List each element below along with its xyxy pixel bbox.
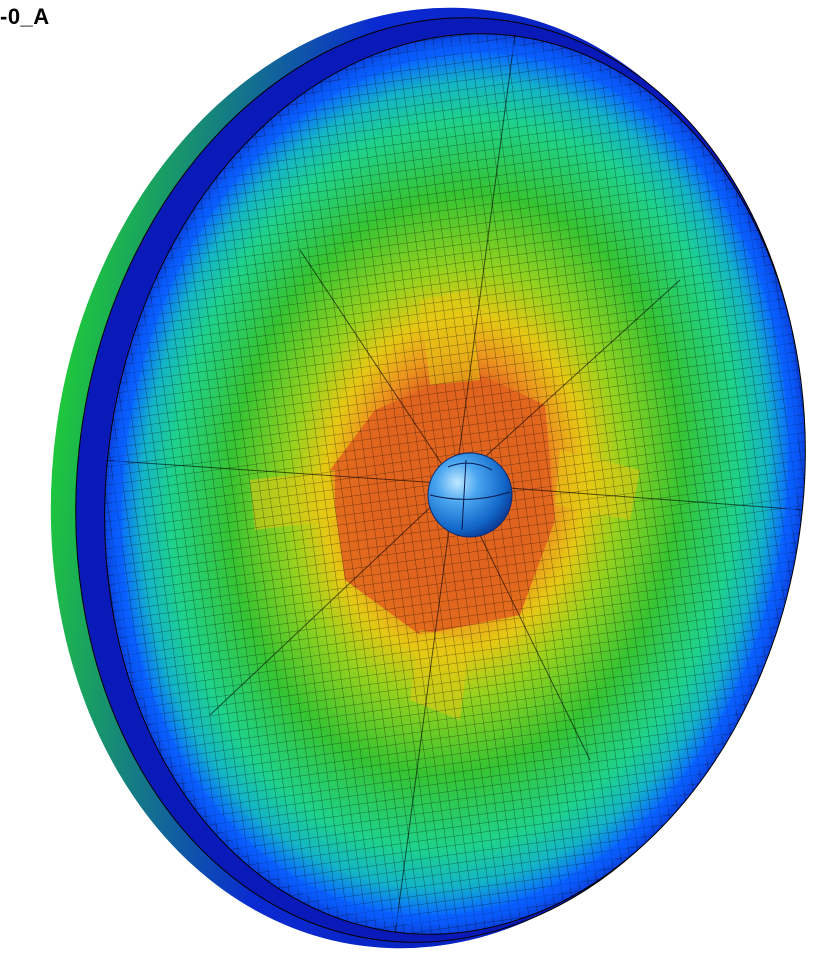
impactor-sphere[interactable]	[427, 452, 513, 538]
model-title: -0_A	[0, 4, 50, 29]
